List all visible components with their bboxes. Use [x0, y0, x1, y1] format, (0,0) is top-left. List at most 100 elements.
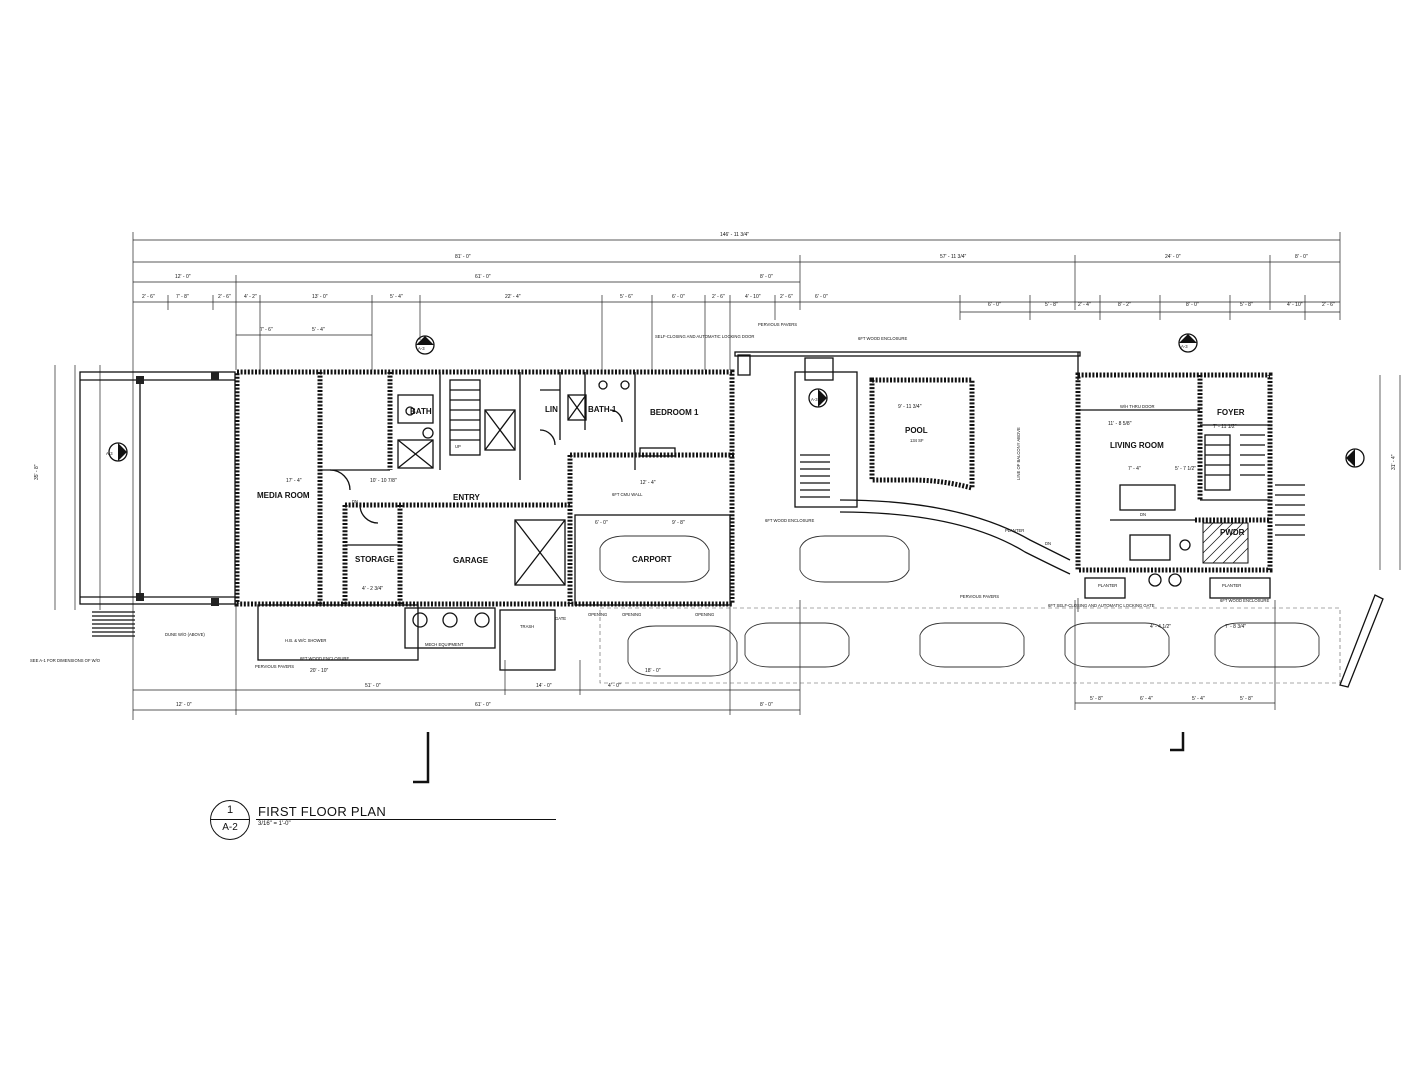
dim-d6: 2' - 6" — [218, 294, 231, 300]
left-deck: 35' - 8" DUNE W/O (ABOVE) SEE A-1 FOR DI… — [30, 365, 236, 663]
service-strip: H.B. & W/C SHOWER MECH EQUIPMENT TRASH G… — [255, 604, 714, 671]
dim-inner-5: 12' - 4" — [640, 480, 656, 486]
car-5 — [1064, 622, 1170, 668]
dim-d21: 8' - 0" — [1186, 302, 1199, 308]
dim-right-end: 8' - 0" — [1295, 254, 1308, 260]
dim-d16: 6' - 0" — [815, 294, 828, 300]
note-opening-1: OPENING — [588, 612, 607, 617]
note-mech-equipment: MECH EQUIPMENT — [425, 642, 464, 647]
drawing-number: 1 — [226, 804, 234, 816]
dim-d13: 2' - 6" — [712, 294, 725, 300]
section-marker-top-right: A-3 — [1178, 333, 1198, 353]
dim-bottom-10: 6' - 4" — [1140, 696, 1153, 702]
dim-d15: 2' - 6" — [780, 294, 793, 300]
dim-right-v: 31' - 4" — [1391, 454, 1397, 470]
dim-bottom-11: 5' - 4" — [1192, 696, 1205, 702]
dim-d11: 5' - 6" — [620, 294, 633, 300]
note-dn-3: DN — [1140, 512, 1146, 517]
dim-d9: 5' - 4" — [390, 294, 403, 300]
svg-text:A-3: A-3 — [1181, 344, 1188, 349]
room-bath: BATH — [410, 407, 432, 416]
svg-text:A-3: A-3 — [418, 346, 425, 351]
note-self-closing-door: SELF-CLOSING AND AUTOMATIC LOCKING DOOR — [655, 334, 754, 339]
note-gate: GATE — [555, 616, 566, 621]
note-pervious-paved: PERVIOUS PAVERS — [960, 594, 999, 599]
dim-overall: 146' - 11 3/4" — [720, 232, 749, 238]
pool-area: 134 SF — [910, 438, 924, 443]
section-marker-right: A-3 — [1345, 448, 1365, 468]
dim-bottom-8: 18' - 0" — [645, 668, 661, 674]
car-3 — [799, 535, 910, 583]
dim-d14: 4' - 10" — [745, 294, 761, 300]
note-pervious-pavers-top: PERVIOUS PAVERS — [758, 322, 797, 327]
dim-bottom-1: 12' - 0" — [176, 702, 192, 708]
section-markers: A-3 A-3 A-3 A-3 A-3 — [106, 333, 1365, 468]
room-garage: GARAGE — [453, 556, 489, 565]
dim-bottom-7: 20' - 10" — [310, 668, 329, 674]
note-wood-enclosure-mid: 6FT WOOD ENCLOSURE — [765, 518, 814, 523]
bottom-dimension-lines: 12' - 0" 51' - 0" 61' - 0" 8' - 0" 14' -… — [133, 600, 1276, 715]
note-wood-enclosure-top: 6FT WOOD ENCLOSURE — [858, 336, 907, 341]
dim-d19: 2' - 4" — [1078, 302, 1091, 308]
dim-inner-2: 5' - 4" — [312, 327, 325, 333]
room-media-room: MEDIA ROOM — [257, 491, 310, 500]
note-wood-enclosure-bottom: 6FT WOOD ENCLOSURE — [300, 656, 349, 661]
note-cmu-wall: 6FT CMU WALL — [612, 492, 643, 497]
car-6 — [1214, 622, 1320, 668]
room-bath-1: BATH 1 — [588, 405, 617, 414]
pool-outline — [869, 377, 975, 492]
svg-text:A-3: A-3 — [811, 397, 818, 402]
room-living-room: LIVING ROOM — [1110, 441, 1164, 450]
note-pervious-pavers-bottom: PERVIOUS PAVERS — [255, 664, 294, 669]
driveway: PERVIOUS PAVERS — [599, 535, 1384, 688]
dim-inner-1: 7' - 6" — [260, 327, 273, 333]
dim-d8: 13' - 0" — [312, 294, 328, 300]
dim-inner-13: 9' - 11 3/4" — [898, 404, 922, 410]
dim-left-v: 35' - 8" — [34, 464, 40, 480]
note-dune-walk: DUNE W/O (ABOVE) — [165, 632, 205, 637]
drawing-number-badge: 1 A-2 — [210, 800, 250, 840]
dim-d22: 5' - 8" — [1240, 302, 1253, 308]
pool-stair — [800, 454, 830, 498]
svg-text:A-3: A-3 — [1348, 457, 1355, 462]
dim-d5: 7' - 8" — [176, 294, 189, 300]
dim-d7: 4' - 2" — [244, 294, 257, 300]
car-2 — [744, 622, 850, 668]
dim-d20: 8' - 2" — [1118, 302, 1131, 308]
dim-right-total: 57' - 11 3/4" — [940, 254, 966, 260]
car-carport — [599, 535, 710, 583]
note-dn-1: DN — [352, 499, 358, 504]
note-wood-enclosure-right: 6FT WOOD ENCLOSURE — [1220, 598, 1269, 603]
dim-inner-12: 5' - 7 1/2" — [1175, 466, 1196, 472]
dim-inner-10: 7' - 11 1/2" — [1213, 424, 1237, 430]
dim-d4: 2' - 6" — [142, 294, 155, 300]
dim-d3: 8' - 0" — [760, 274, 773, 280]
dim-inner-9: 11' - 8 5/8" — [1108, 421, 1132, 427]
section-marker-mid: A-3 — [808, 388, 828, 408]
dim-inner-11: 7' - 4" — [1128, 466, 1141, 472]
car-4 — [919, 622, 1025, 668]
dim-inner-4: 10' - 10 7/8" — [370, 478, 397, 484]
carport: CARPORT — [574, 514, 731, 606]
room-powder: PWDR — [1220, 528, 1245, 537]
dim-bottom-3: 61' - 0" — [475, 702, 491, 708]
top-dimension-lines: 146' - 11 3/4" 81' - 0" 57' - 11 3/4" 24… — [132, 232, 1341, 720]
room-foyer: FOYER — [1217, 408, 1245, 417]
room-storage: STORAGE — [355, 555, 395, 564]
svg-text:A-3: A-3 — [106, 451, 113, 456]
dim-bottom-6: 4' - 0" — [608, 683, 621, 689]
dim-bottom-4: 8' - 0" — [760, 702, 773, 708]
drawing-scale: 3/16" = 1'-0" — [258, 821, 291, 827]
right-stair — [1204, 434, 1305, 536]
dim-d12: 6' - 0" — [672, 294, 685, 300]
sheet-number: A-2 — [222, 822, 238, 833]
dim-d18: 5' - 8" — [1045, 302, 1058, 308]
note-planter-3: PLANTER — [1222, 583, 1241, 588]
dim-d10: 22' - 4" — [505, 294, 521, 300]
room-carport: CARPORT — [632, 555, 672, 564]
dim-inner-6: 6' - 0" — [595, 520, 608, 526]
powder-hatch — [1202, 522, 1249, 564]
section-marker-top-left: A-3 — [415, 335, 435, 355]
dim-right-sub: 24' - 0" — [1165, 254, 1181, 260]
main-building: MEDIA ROOM STORAGE GARAGE BATH LIN BATH … — [234, 369, 735, 607]
